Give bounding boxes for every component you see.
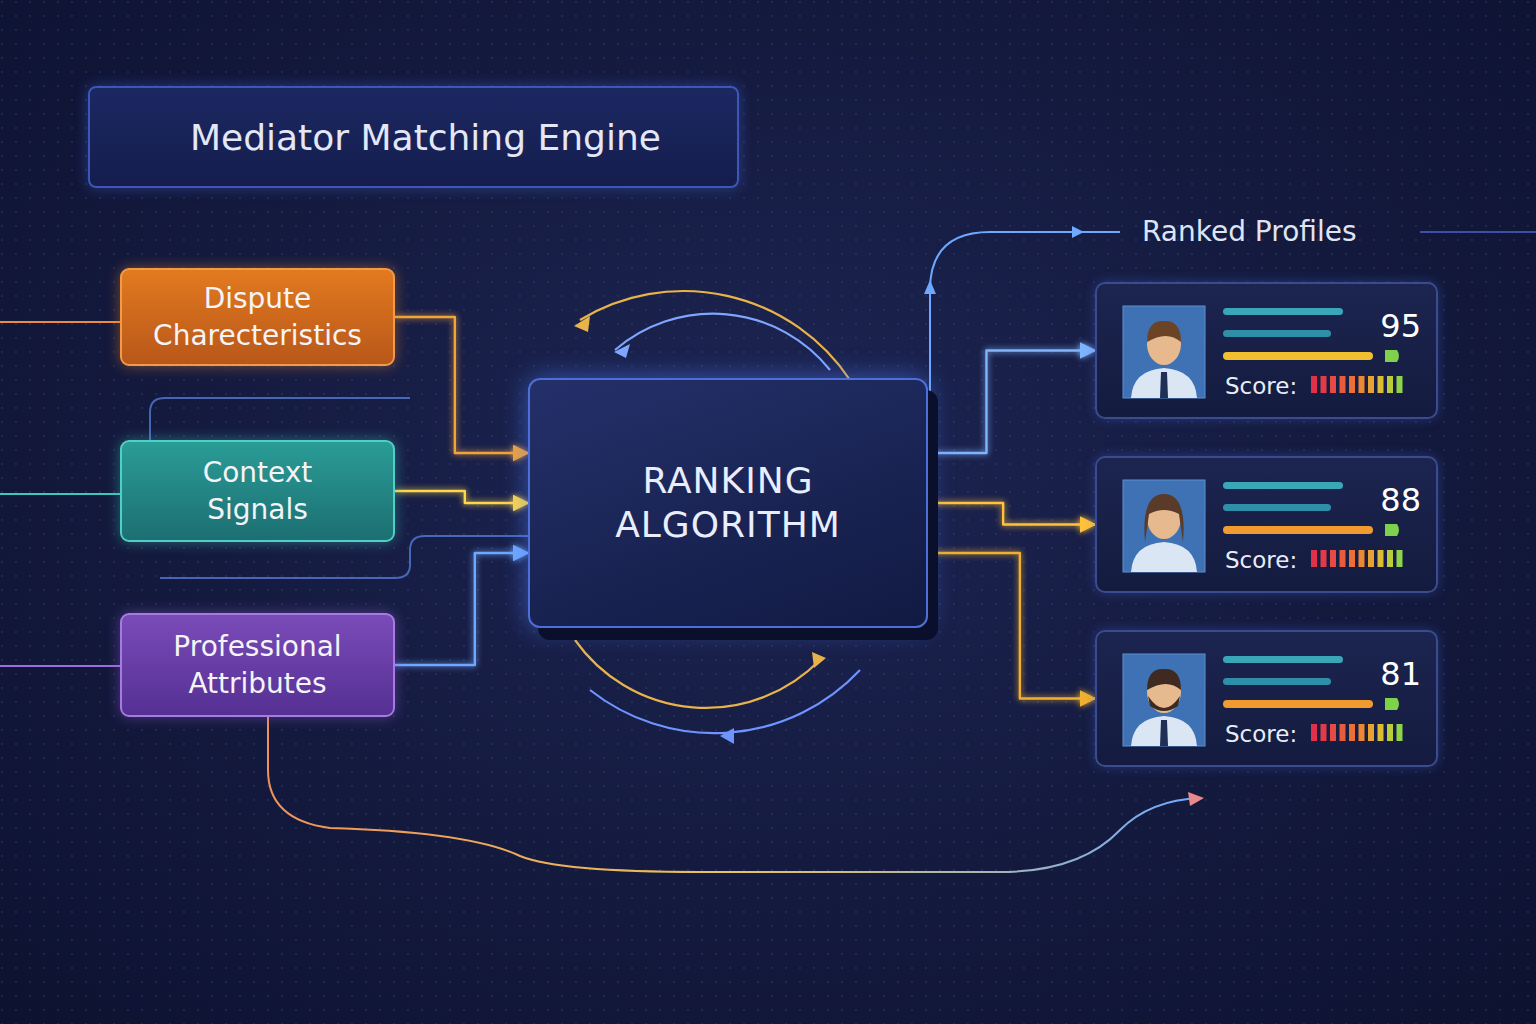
lead-line (0, 493, 120, 495)
arc-arrow (614, 344, 630, 358)
score-number: 81 (1359, 654, 1421, 694)
arc-arrow (574, 316, 590, 332)
node-label: Dispute Charecteristics (138, 280, 378, 354)
connector (928, 503, 1095, 525)
arc-arrow (720, 728, 734, 744)
cycle-arc (580, 291, 850, 380)
node-content: Context Signals (122, 442, 393, 540)
wire-arrow (1072, 226, 1084, 238)
wave-arrow (1188, 792, 1204, 806)
cycle-arc (590, 670, 860, 733)
title-box: Mediator Matching Engine (88, 86, 739, 188)
node-label: Context Signals (168, 454, 348, 528)
lead-line (0, 321, 120, 323)
lead-lines (0, 226, 1536, 666)
node-label: RANKING ALGORITHM (603, 459, 853, 547)
profiles-wire (930, 232, 1120, 400)
side-wire (160, 536, 528, 578)
bottom-wave (268, 717, 1200, 872)
node-content: Dispute Charecteristics (122, 270, 393, 364)
wire-arrow (924, 280, 936, 294)
cycle-arcs (574, 291, 860, 744)
score-number: 95 (1359, 306, 1421, 346)
connector (928, 553, 1095, 699)
node-content: RANKING ALGORITHM (530, 380, 926, 626)
input-box: Professional Attributes (120, 613, 395, 717)
cycle-arc (575, 640, 820, 708)
profile-card: 88Score: (1095, 456, 1438, 593)
score-label: Score: (1225, 719, 1297, 749)
node-content: Professional Attributes (122, 615, 393, 715)
profile-card: 95Score: (1095, 282, 1438, 419)
heading-label: Ranked Profiles (1142, 214, 1357, 250)
connector (928, 351, 1095, 454)
score-label: Score: (1225, 371, 1297, 401)
side-wire (1420, 231, 1536, 233)
input-box: Dispute Charecteristics (120, 268, 395, 366)
profile-card: 81Score: (1095, 630, 1438, 767)
connector (395, 491, 528, 503)
diagram-title: Mediator Matching Engine (190, 117, 661, 158)
cycle-arc (615, 314, 830, 370)
algorithm-box: RANKING ALGORITHM (528, 378, 928, 628)
side-wire (150, 398, 410, 440)
connector (395, 317, 528, 453)
score-label: Score: (1225, 545, 1297, 575)
score-number: 88 (1359, 480, 1421, 520)
arc-arrow (812, 652, 826, 668)
lead-line (0, 665, 120, 667)
connector (395, 553, 528, 665)
input-box: Context Signals (120, 440, 395, 542)
node-label: Professional Attributes (158, 628, 358, 702)
